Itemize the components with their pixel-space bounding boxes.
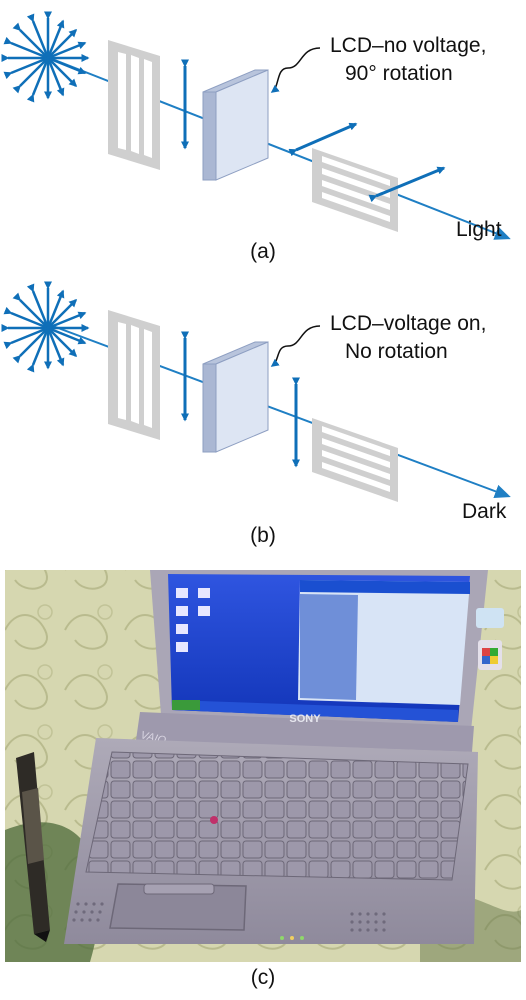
output-label-dark: Dark [462,500,507,523]
speaker-grille [72,902,386,932]
transmitted-polarization-arrow [368,166,446,203]
vertical-polarizer [108,40,160,170]
horizontal-polarizer [312,148,398,232]
lcd-panel [202,69,269,181]
panel-b: LCD–voltage on, No rotation Dark (b) [1,281,511,547]
callout-text-line2: 90° rotation [345,62,453,85]
pen [16,752,50,942]
laptop-photo: SONY VAIO [5,570,521,962]
laptop-screen [168,574,470,722]
callout-leader [270,325,321,367]
callout-text-line1: LCD–voltage on, [330,312,486,335]
callout-text-line2: No rotation [345,340,448,363]
output-label-light: Light [456,218,502,241]
unpolarized-light-icon [1,281,90,373]
lcd-panel [202,341,269,453]
panel-a: LCD–no voltage, 90° rotation Light (a) [1,11,511,263]
caption-c: (c) [251,966,276,989]
callout-leader [270,47,321,93]
unpolarized-light-icon [1,11,90,103]
laptop-keyboard [85,751,469,881]
brand-logo-text: SONY [289,713,321,725]
rotated-polarization-arrow [288,122,358,157]
callout-text-line1: LCD–no voltage, [330,34,486,57]
vertical-polarizer [108,310,160,440]
horizontal-polarizer [312,418,398,502]
caption-b: (b) [250,524,276,547]
caption-a: (a) [250,240,276,263]
